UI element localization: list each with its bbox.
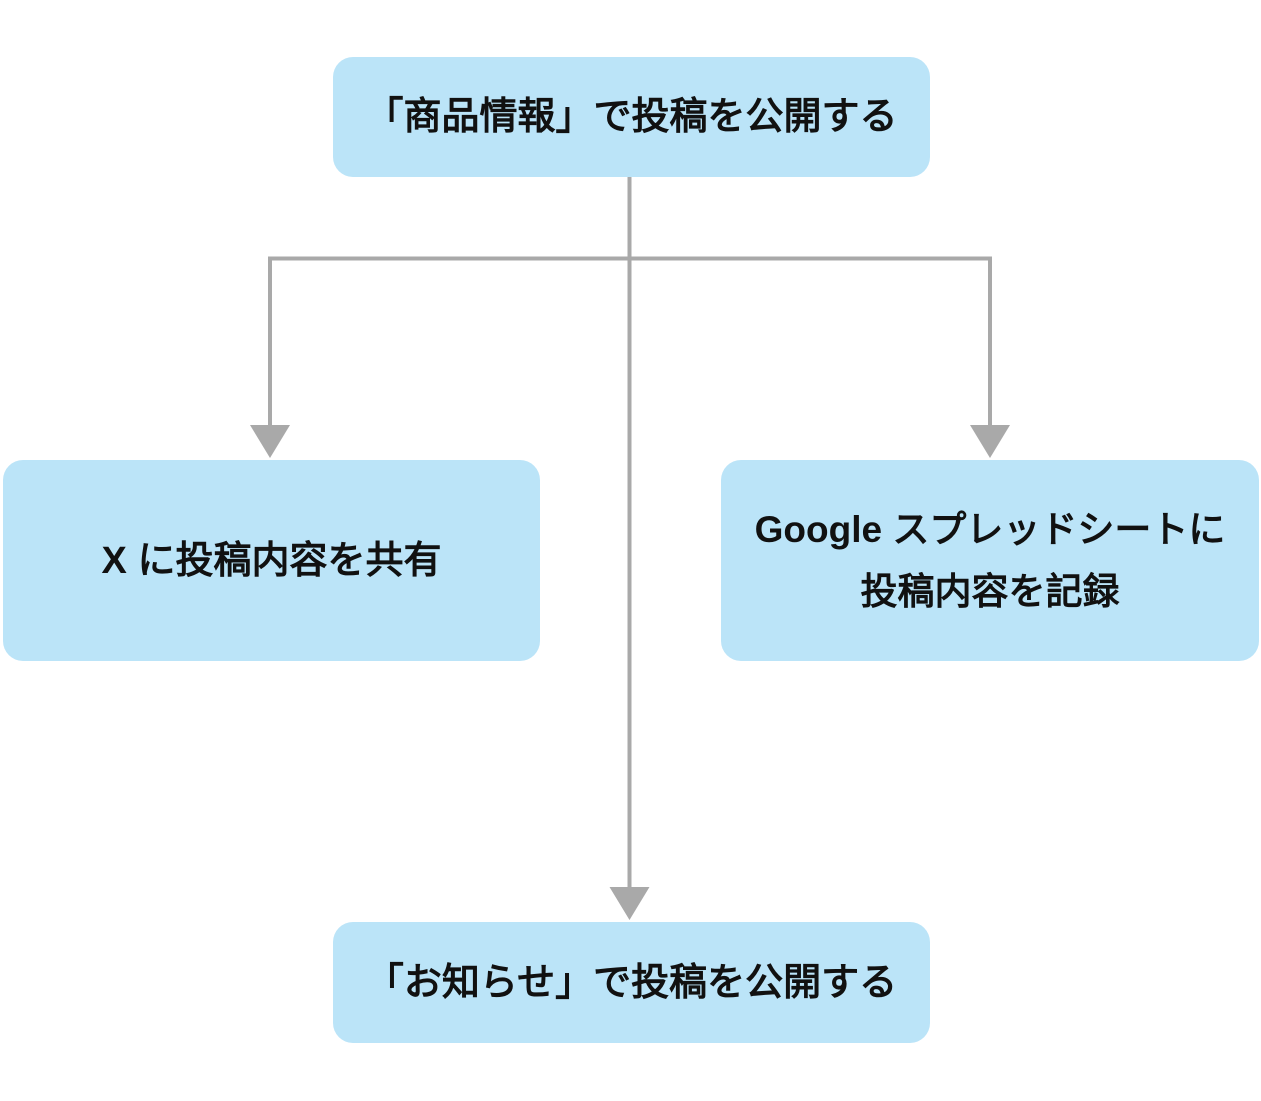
node-record-to-spreadsheet: Google スプレッドシートに 投稿内容を記録 [721, 460, 1259, 661]
node-publish-product-info-label: 「商品情報」で投稿を公開する [365, 96, 898, 138]
node-share-to-x-label: X に投稿内容を共有 [101, 539, 442, 582]
node-publish-announcement: 「お知らせ」で投稿を公開する [333, 922, 930, 1043]
node-share-to-x: X に投稿内容を共有 [3, 460, 540, 661]
arrowhead-left-icon [250, 425, 290, 458]
node-publish-announcement-label: 「お知らせ」で投稿を公開する [365, 961, 898, 1004]
node-record-to-spreadsheet-label: Google スプレッドシートに 投稿内容を記録 [754, 508, 1226, 612]
node-publish-product-info: 「商品情報」で投稿を公開する [333, 57, 930, 177]
arrowhead-right-icon [970, 425, 1010, 458]
arrowhead-bottom-icon [609, 887, 650, 920]
